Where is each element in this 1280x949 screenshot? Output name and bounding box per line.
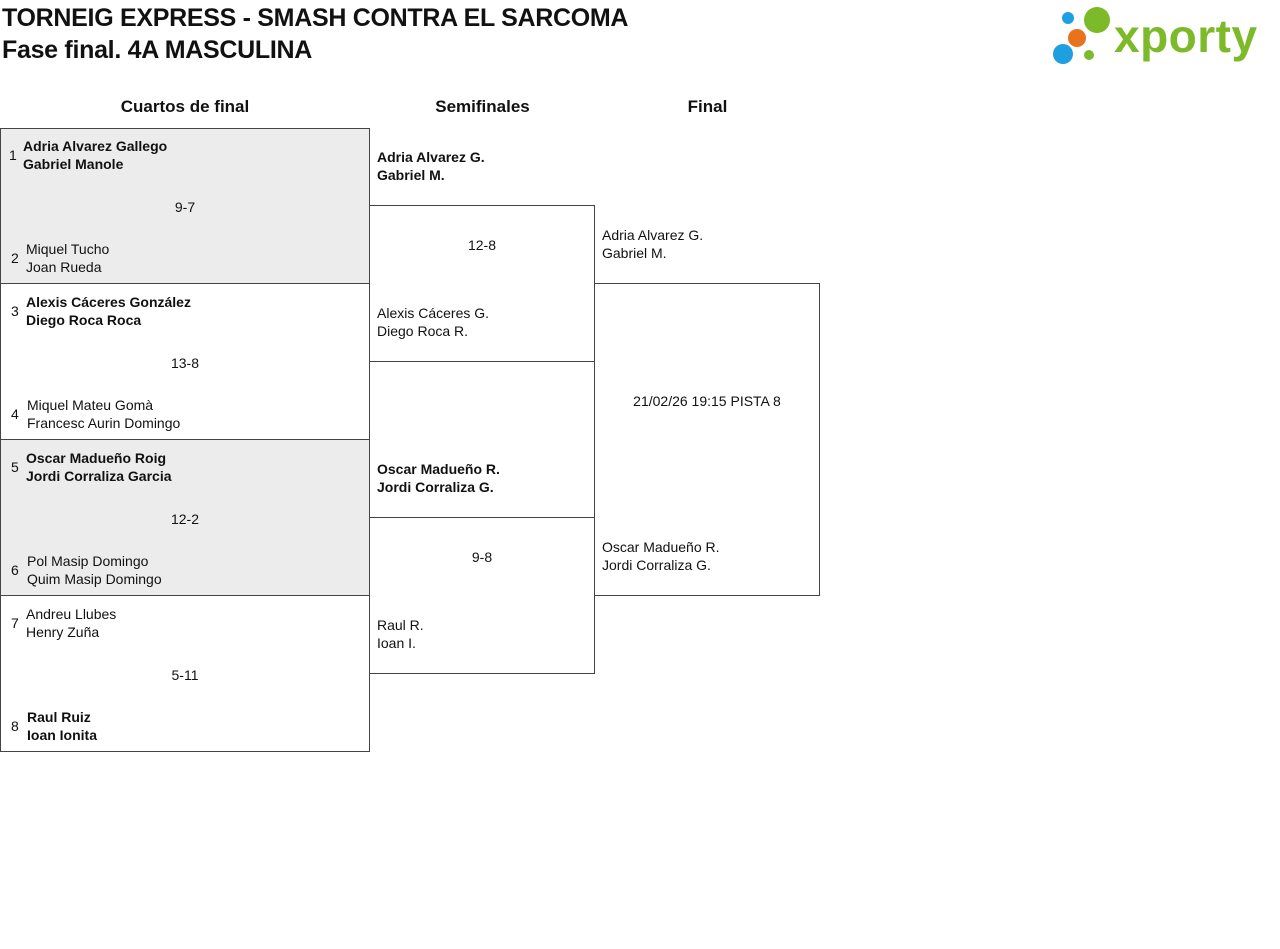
quarterfinal-match-1[interactable]: 1 Adria Alvarez Gallego Gabriel Manole 9… (0, 128, 370, 284)
page-title: TORNEIG EXPRESS - SMASH CONTRA EL SARCOM… (2, 2, 629, 66)
match-score: 5-11 (171, 667, 199, 683)
team-players: Miquel Tucho Joan Rueda (26, 240, 109, 276)
player-name: Gabriel M. (602, 245, 667, 261)
player-name: Gabriel M. (377, 167, 445, 183)
player-name: Ioan I. (377, 635, 416, 651)
semifinal-2-bottom-team: Raul R. Ioan I. (377, 616, 424, 652)
player-name: Quim Masip Domingo (27, 571, 162, 587)
match-score: 12-8 (467, 237, 497, 253)
seed-number: 6 (11, 562, 19, 578)
final-match[interactable]: 21/02/26 19:15 PISTA 8 Oscar Madueño R. … (594, 283, 820, 596)
match-score: 9-7 (174, 199, 196, 215)
seed-number: 3 (11, 303, 19, 319)
quarterfinal-match-3[interactable]: 5 Oscar Madueño Roig Jordi Corraliza Gar… (0, 439, 370, 596)
semifinal-match-2[interactable]: 9-8 Raul R. Ioan I. (369, 517, 595, 674)
seed-number: 4 (11, 406, 19, 422)
phase-title: Fase final. 4A MASCULINA (2, 36, 312, 64)
player-name: Pol Masip Domingo (27, 553, 149, 569)
tournament-title: TORNEIG EXPRESS - SMASH CONTRA EL SARCOM… (2, 4, 629, 32)
quarterfinals-header: Cuartos de final (120, 97, 250, 116)
team-players: Alexis Cáceres González Diego Roca Roca (26, 293, 191, 329)
player-name: Gabriel Manole (23, 156, 124, 172)
player-name: Jordi Corraliza G. (377, 479, 494, 495)
seed-number: 8 (11, 718, 19, 734)
player-name: Oscar Madueño Roig (26, 450, 167, 466)
player-name: Adria Alvarez G. (602, 227, 704, 243)
match-score: 13-8 (170, 355, 200, 371)
semifinal-1-top-team: Adria Alvarez G. Gabriel M. (377, 148, 485, 184)
logo-wordmark: xporty (1114, 10, 1258, 62)
quarterfinal-match-2[interactable]: 3 Alexis Cáceres González Diego Roca Roc… (0, 283, 370, 440)
team-players: Andreu Llubes Henry Zuña (26, 605, 116, 641)
seed-number: 7 (11, 615, 19, 631)
xporty-logo[interactable]: xporty (1052, 5, 1276, 67)
player-name: Raul R. (377, 617, 424, 633)
seed-number: 1 (9, 147, 17, 163)
seed-number: 5 (11, 459, 19, 475)
player-name: Alexis Cáceres G. (377, 305, 490, 321)
player-name: Adria Alvarez Gallego (23, 138, 168, 154)
team-players: Oscar Madueño Roig Jordi Corraliza Garci… (26, 449, 172, 485)
final-bottom-team: Oscar Madueño R. Jordi Corraliza G. (602, 538, 720, 574)
quarterfinal-match-4[interactable]: 7 Andreu Llubes Henry Zuña 5-11 8 Raul R… (0, 595, 370, 752)
final-top-team: Adria Alvarez G. Gabriel M. (602, 226, 703, 262)
player-name: Oscar Madueño R. (602, 539, 720, 555)
player-name: Miquel Tucho (26, 241, 110, 257)
player-name: Andreu Llubes (26, 606, 117, 622)
team-players: Miquel Mateu Gomà Francesc Aurin Domingo (27, 396, 180, 432)
semifinals-header: Semifinales (435, 97, 530, 116)
final-header: Final (687, 97, 728, 116)
seed-number: 2 (11, 250, 19, 266)
player-name: Diego Roca R. (377, 323, 469, 339)
player-name: Jordi Corraliza G. (602, 557, 711, 573)
semifinal-2-top-team: Oscar Madueño R. Jordi Corraliza G. (377, 460, 500, 496)
match-schedule: 21/02/26 19:15 PISTA 8 (633, 393, 781, 409)
player-name: Alexis Cáceres González (26, 294, 191, 310)
team-players: Raul Ruiz Ioan Ionita (27, 708, 97, 744)
logo-dots-icon (1053, 7, 1110, 64)
team-players: Pol Masip Domingo Quim Masip Domingo (27, 552, 162, 588)
match-score: 9-8 (471, 549, 493, 565)
player-name: Joan Rueda (26, 259, 102, 275)
player-name: Francesc Aurin Domingo (27, 415, 181, 431)
player-name: Ioan Ionita (27, 727, 97, 743)
player-name: Miquel Mateu Gomà (27, 397, 154, 413)
semifinal-match-1[interactable]: 12-8 Alexis Cáceres G. Diego Roca R. (369, 205, 595, 362)
team-players: Adria Alvarez Gallego Gabriel Manole (23, 137, 167, 173)
match-score: 12-2 (170, 511, 200, 527)
player-name: Raul Ruiz (27, 709, 91, 725)
player-name: Diego Roca Roca (26, 312, 142, 328)
semifinal-1-bottom-team: Alexis Cáceres G. Diego Roca R. (377, 304, 489, 340)
player-name: Oscar Madueño R. (377, 461, 500, 477)
player-name: Henry Zuña (26, 624, 100, 640)
player-name: Jordi Corraliza Garcia (26, 468, 172, 484)
player-name: Adria Alvarez G. (377, 149, 485, 165)
